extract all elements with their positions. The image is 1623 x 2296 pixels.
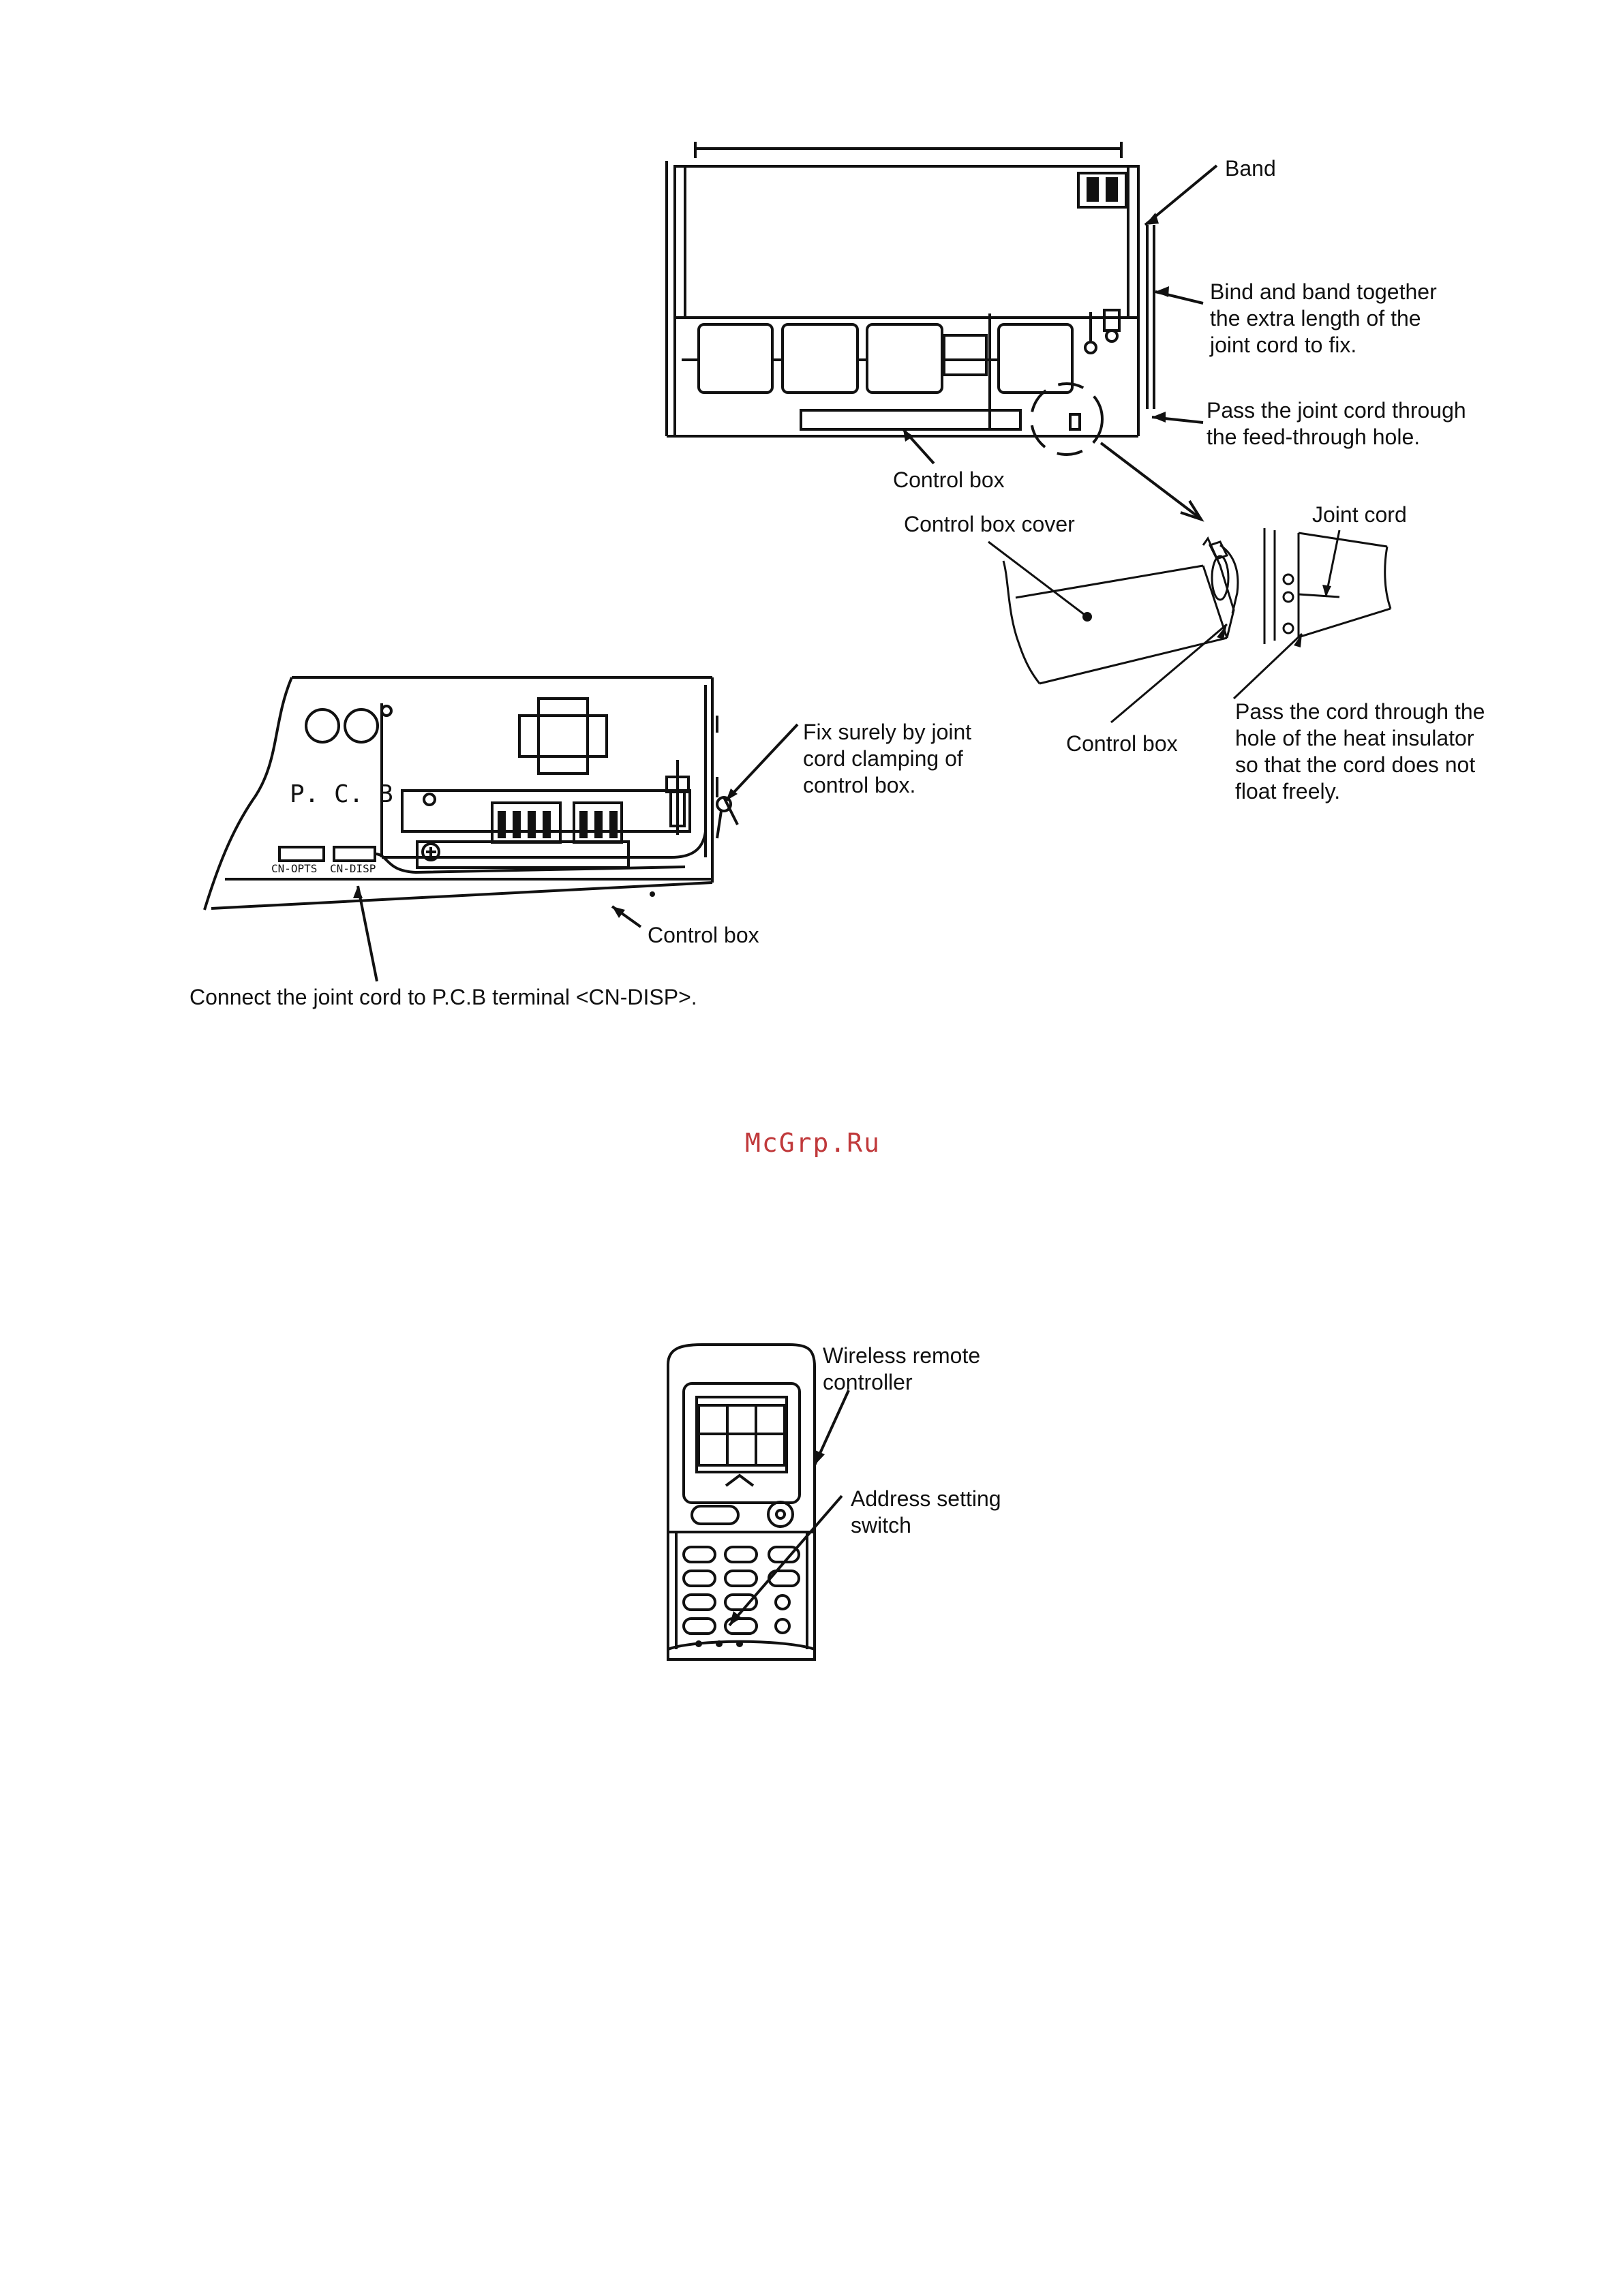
fix-surely-label: Fix surely by joint cord clamping of con…	[803, 720, 972, 797]
control-box-label-mid: Control box	[1066, 731, 1178, 756]
pass-joint-cord-label: Pass the joint cord through the feed-thr…	[1207, 398, 1466, 449]
cn-opts-label: CN-OPTS	[271, 862, 317, 875]
pass-cord-heat-label: Pass the cord through the hole of the he…	[1235, 699, 1485, 803]
band-label: Band	[1225, 156, 1276, 181]
connect-joint-cord-label: Connect the joint cord to P.C.B terminal…	[189, 985, 697, 1009]
control-box-label-bottom: Control box	[648, 923, 759, 947]
bind-band-label: Bind and band together the extra length …	[1210, 279, 1437, 357]
wireless-remote-label: Wireless remote controller	[823, 1343, 981, 1394]
joint-cord-label: Joint cord	[1312, 502, 1407, 527]
watermark: McGrp.Ru	[745, 1128, 881, 1158]
control-box-cover-label: Control box cover	[904, 512, 1075, 536]
pcb-label: P. C. B	[290, 780, 393, 808]
control-box-label-top: Control box	[893, 468, 1005, 492]
cn-disp-label: CN-DISP	[330, 862, 376, 875]
address-setting-label: Address setting switch	[851, 1486, 1001, 1537]
